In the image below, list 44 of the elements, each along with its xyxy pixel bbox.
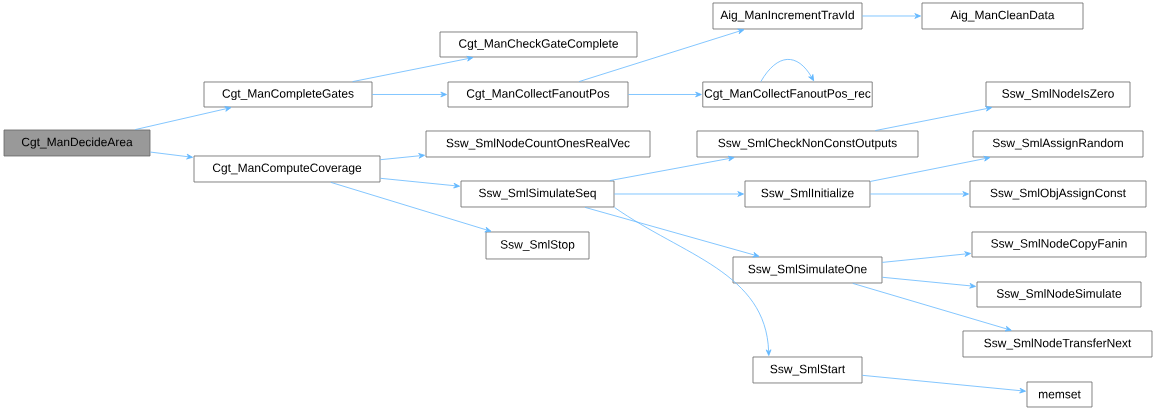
function-box: Ssw_SmlInitialize — [744, 180, 871, 208]
arrow — [609, 155, 735, 181]
function-box: Ssw_SmlCheckNonConstOutputs — [696, 130, 919, 158]
function-box: Aig_ManIncrementTravId — [712, 2, 863, 30]
arrow — [628, 91, 702, 98]
function-box: Ssw_SmlNodeTransferNext — [962, 330, 1153, 358]
function-box: Cgt_ManCompleteGates — [203, 81, 373, 108]
arrow — [134, 106, 232, 130]
arrow — [862, 13, 921, 19]
arrow — [760, 59, 815, 82]
function-box: Ssw_SmlStart — [752, 356, 863, 384]
function-box: Aig_ManCleanData — [921, 2, 1084, 30]
arrow — [870, 191, 969, 197]
function-box: Ssw_SmlSimulateOne — [732, 256, 883, 284]
arrow — [874, 105, 993, 131]
arrow — [614, 191, 744, 197]
arrow — [380, 177, 460, 189]
arrow — [852, 283, 1012, 332]
function-box: Ssw_SmlObjAssignConst — [969, 180, 1147, 208]
function-box: Cgt_ManComputeCoverage — [193, 155, 381, 183]
function-box: Cgt_ManCheckGateComplete — [439, 31, 638, 58]
arrow — [150, 151, 193, 160]
arrow — [882, 276, 976, 289]
function-box: Ssw_SmlNodeIsZero — [985, 81, 1131, 108]
function-box: Cgt_ManDecideArea — [3, 129, 151, 157]
arrow — [380, 153, 425, 161]
arrow — [614, 207, 772, 356]
function-box: Ssw_SmlAssignRandom — [972, 130, 1144, 158]
function-box: memset — [1026, 381, 1093, 408]
arrow — [372, 91, 447, 98]
function-box: Ssw_SmlSimulateSeq — [460, 180, 615, 208]
function-box: Ssw_SmlNodeSimulate — [976, 281, 1142, 308]
arrow — [862, 374, 1026, 394]
function-box: Cgt_ManCollectFanoutPos_rec — [702, 81, 873, 108]
arrow — [870, 155, 991, 182]
function-box: Cgt_ManCollectFanoutPos — [447, 81, 629, 108]
arrow — [584, 207, 760, 258]
arrow — [330, 182, 492, 233]
function-box: Ssw_SmlNodeCountOnesRealVec — [425, 130, 651, 158]
function-box: Ssw_SmlStop — [485, 231, 590, 260]
arrow — [352, 55, 474, 82]
function-box: Ssw_SmlNodeCopyFanin — [971, 231, 1147, 258]
arrow — [578, 28, 745, 82]
arrow — [882, 251, 971, 263]
